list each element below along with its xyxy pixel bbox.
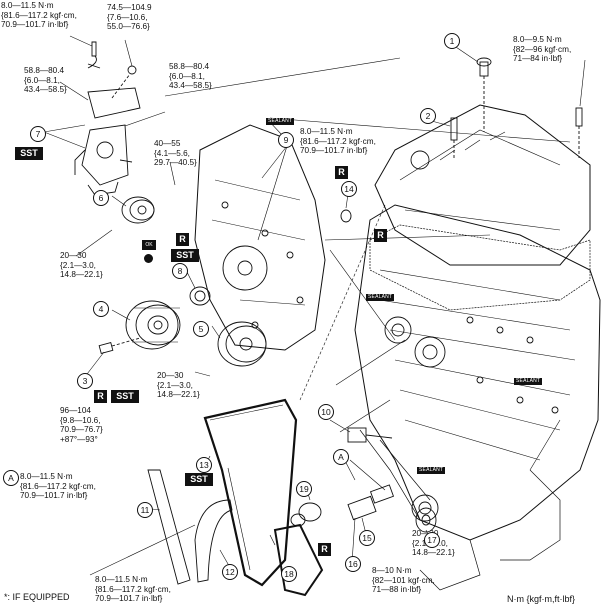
torque-label-idler-right: 20—30 {2.1—3.0, 14.8—22.1} (157, 371, 200, 400)
timing-chain-cover-drawing (194, 124, 326, 351)
callout-13: 13 (196, 457, 212, 473)
callout-14: 14 (341, 181, 357, 197)
cylinder-head-cover-drawing (369, 104, 591, 311)
sst-mark-chain: SST (185, 473, 213, 486)
pulley-bolt (98, 337, 141, 354)
callout-4: 4 (93, 301, 109, 317)
timing-chain (203, 398, 298, 587)
callout-5: 5 (193, 321, 209, 337)
torque-label-tensioner: 8—10 N·m {82—101 kgf·cm, 71—88 in·lbf} (372, 566, 435, 595)
callout-10: 10 (318, 404, 334, 420)
front-oil-seal (189, 286, 211, 306)
torque-label-top-left: 8.0—11.5 N·m {81.6—117.2 kgf·cm, 70.9—10… (1, 1, 77, 30)
leader-lines (43, 35, 586, 581)
legend-a-torque: 8.0—11.5 N·m {81.6—117.2 kgf·cm, 70.9—10… (20, 472, 96, 501)
tensioner-arm (194, 499, 233, 583)
callout-3: 3 (77, 373, 93, 389)
sealant-tag-head: SEALANT (366, 294, 395, 301)
torque-label-mount-mid: 58.8—80.4 {6.0—8.1, 43.4—58.5} (169, 62, 212, 91)
r-mark-cover: R (335, 166, 348, 179)
callout-a-diagram: A (333, 449, 349, 465)
spark-plug (450, 117, 458, 160)
seal-ring (340, 209, 352, 223)
torque-label-pulley-bolt: 96—104 {9.8—10.6, 70.9—76.7} +87°—93° (60, 406, 103, 444)
torque-label-cover-top: 8.0—11.5 N·m {81.6—117.2 kgf·cm, 70.9—10… (300, 127, 376, 156)
callout-a-legend: A (3, 470, 19, 486)
torque-label-bottom-left: 8.0—11.5 N·m {81.6—117.2 kgf·cm, 70.9—10… (95, 575, 171, 604)
engine-block-drawing (354, 204, 601, 591)
oil-filler-cap (476, 57, 492, 132)
callout-19: 19 (296, 481, 312, 497)
torque-label-plug: 8.0—9.5 N·m {82—96 kgf·cm, 71—84 in·lbf} (513, 35, 572, 64)
sensor (347, 427, 393, 443)
chain-guide (147, 469, 191, 585)
callout-16: 16 (345, 556, 361, 572)
oil-pump-sprocket (415, 507, 437, 533)
torque-label-idler-left: 20—30 {2.1—3.0, 14.8—22.1} (60, 251, 103, 280)
callout-9: 9 (278, 132, 294, 148)
r-mark-gasket: R (374, 229, 387, 242)
idler-pulley-upper (121, 196, 155, 224)
r-mark-seal: R (176, 233, 189, 246)
callout-7: 7 (30, 126, 46, 142)
callout-6: 6 (93, 190, 109, 206)
sst-mark-seal: SST (171, 249, 199, 262)
chain-tensioner (347, 484, 395, 521)
r-mark-pulley-bolt: R (94, 390, 107, 403)
seal-tool-icon: OK (142, 240, 162, 264)
callout-2: 2 (420, 108, 436, 124)
callout-12: 12 (222, 564, 238, 580)
callout-17: 17 (424, 532, 440, 548)
crankshaft-pulley (125, 300, 181, 350)
torque-label-mount-left: 58.8—80.4 {6.0—8.1, 43.4—58.5} (24, 66, 67, 95)
engine-mount-drawing (74, 41, 141, 196)
idler-pulley-lower (217, 321, 267, 367)
r-mark-sprocket: R (318, 543, 331, 556)
callout-15: 15 (359, 530, 375, 546)
crank-sprocket (290, 502, 322, 527)
sealant-tag-lower: SEALANT (417, 467, 446, 474)
oil-pump-chain (273, 523, 324, 597)
units-legend: N·m {kgf·m,ft·lbf} (507, 594, 576, 604)
sst-mark-mount: SST (15, 147, 43, 160)
head-cover-bolt (575, 107, 583, 158)
tool-head-icon (144, 254, 153, 263)
callout-18: 18 (281, 566, 297, 582)
ok-mark: OK (142, 240, 156, 250)
sealant-tag-cover: SEALANT (266, 118, 295, 125)
callout-1: 1 (444, 33, 460, 49)
callout-11: 11 (137, 502, 153, 518)
callout-8: 8 (172, 263, 188, 279)
footnote-if-equipped: *: IF EQUIPPED (4, 592, 70, 602)
sst-mark-pulley-bolt: SST (111, 390, 139, 403)
sealant-tag-block: SEALANT (514, 378, 543, 385)
torque-label-mount-top: 74.5—104.9 {7.6—10.6, 55.0—76.6} (107, 3, 152, 32)
torque-label-cover-bolt: 40—55 {4.1—5.6, 29.7—40.5} (154, 139, 197, 168)
